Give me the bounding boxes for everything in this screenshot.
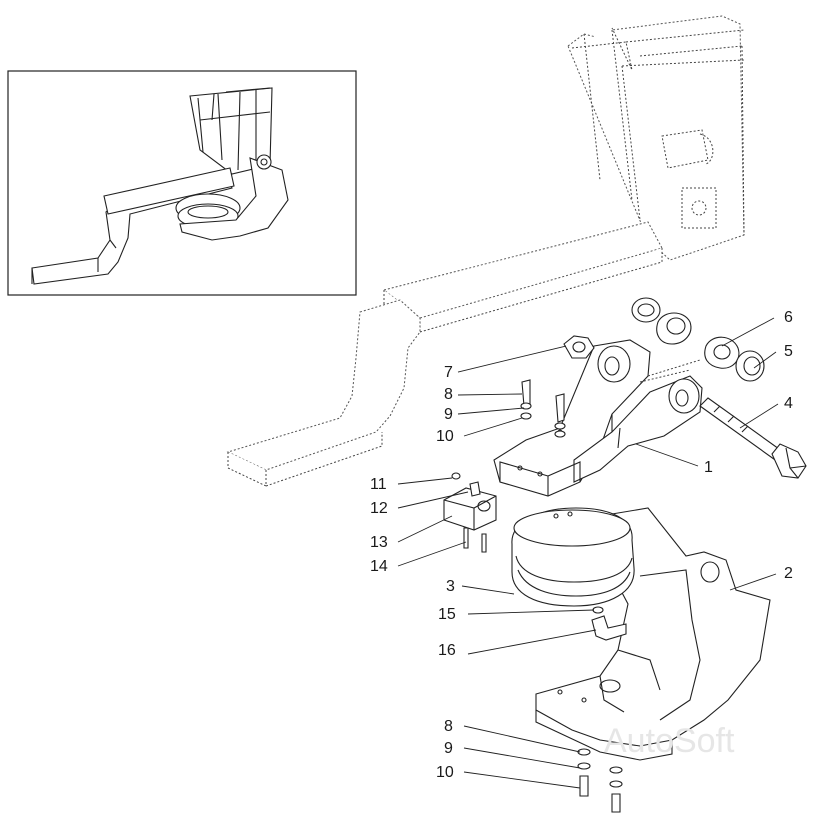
leader-lines [397,317,779,789]
ghost-chassis [226,15,745,487]
washer-part-15 [592,606,604,614]
upper-bolt-b [555,393,565,423]
bushings [631,297,765,382]
inset-assembly-view [7,70,357,296]
screw-part-14b [481,533,487,553]
callout-labels: 6 5 4 7 8 9 10 1 11 12 13 14 2 3 15 16 8… [370,309,793,781]
callout-7: 7 [444,364,453,381]
callout-11: 11 [370,476,387,493]
bracket-pivot-hole [700,561,720,583]
bushing-part-6 [704,336,740,369]
bracket-eye-right [668,378,700,414]
callout-8-lower: 8 [444,718,453,735]
part-13-clamp-block [443,472,497,553]
part-4-through-bolt [699,397,807,479]
callout-5: 5 [784,343,793,360]
inset-bracket [179,157,289,241]
inset-beam [103,167,235,215]
callout-16: 16 [438,642,456,659]
upper-bolt-a [521,379,531,407]
callout-3: 3 [446,578,455,595]
ghost-frame-upright [567,15,745,261]
elbow-fitting [591,615,627,641]
bracket-eye-left [597,345,631,383]
callout-8-upper: 8 [444,386,453,403]
callout-2: 2 [784,565,793,582]
part-2-lower-bracket [535,507,771,761]
lower-bolt-b [611,793,621,813]
callout-4: 4 [784,395,793,412]
lower-bolt-a [579,775,589,797]
upper-washer-a [520,402,532,410]
ghost-trailing-arm [226,299,421,471]
part-3-air-spring [511,507,635,607]
callout-15: 15 [438,606,456,623]
nut-hex [563,335,595,359]
watermark: AutoSoft [604,722,735,760]
callout-9-lower: 9 [444,740,453,757]
callout-10-lower: 10 [436,764,454,781]
nut-part-12 [469,481,481,497]
callout-1: 1 [704,459,713,476]
callout-14: 14 [370,558,388,575]
bushing-a [631,297,661,323]
upper-fasteners [520,379,566,438]
callout-10-upper: 10 [436,428,454,445]
callout-12: 12 [370,500,388,517]
nut-part-11 [451,472,461,480]
callout-13: 13 [370,534,388,551]
callout-9-upper: 9 [444,406,453,423]
callout-6: 6 [784,309,793,326]
bushing-b [656,312,692,345]
part-1-upper-bracket [493,339,703,497]
lower-fasteners [577,748,623,813]
screw-part-14a [463,527,469,549]
part-16-air-fitting [591,606,627,641]
part-7-nut [563,335,595,359]
